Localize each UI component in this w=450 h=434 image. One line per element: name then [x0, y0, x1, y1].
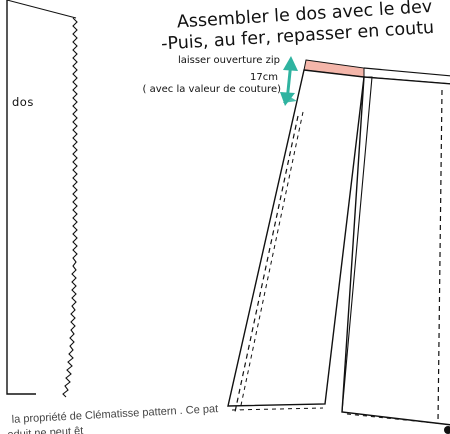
pattern-piece-label: dos [12, 95, 34, 109]
stitch-line-hem-left [231, 407, 324, 411]
seam-allowance-note: ( avec la valeur de couture) [143, 84, 282, 95]
trousers-drawing [227, 59, 450, 434]
stitch-line-left [234, 115, 299, 413]
left-leg [227, 69, 365, 407]
instruction-heading: Assembler le dos avec le dev -Puis, au f… [161, 0, 435, 54]
center-seam [341, 76, 373, 413]
double-arrow-icon [280, 56, 298, 106]
back-pattern-piece: dos [6, 0, 78, 398]
copyright-text-2: oduit ne peut êt [7, 425, 83, 434]
zip-length: 17cm [250, 72, 278, 83]
stitch-line-hem [346, 413, 445, 425]
zigzag-edge [62, 17, 78, 398]
zip-note: laisser ouverture zip [178, 55, 280, 66]
copyright-text: la propriété de Clématisse pattern . Ce … [11, 403, 218, 426]
zip-annotation: laisser ouverture zip 17cm ( avec la val… [143, 55, 298, 106]
stitch-line-left-inner [239, 111, 304, 411]
right-leg [341, 76, 450, 426]
pattern-top-edge [6, 0, 77, 19]
pattern-piece-outline [6, 0, 36, 395]
footer: la propriété de Clématisse pattern . Ce … [7, 403, 218, 434]
stitch-line-right [437, 89, 443, 423]
corner-mark [444, 426, 450, 434]
